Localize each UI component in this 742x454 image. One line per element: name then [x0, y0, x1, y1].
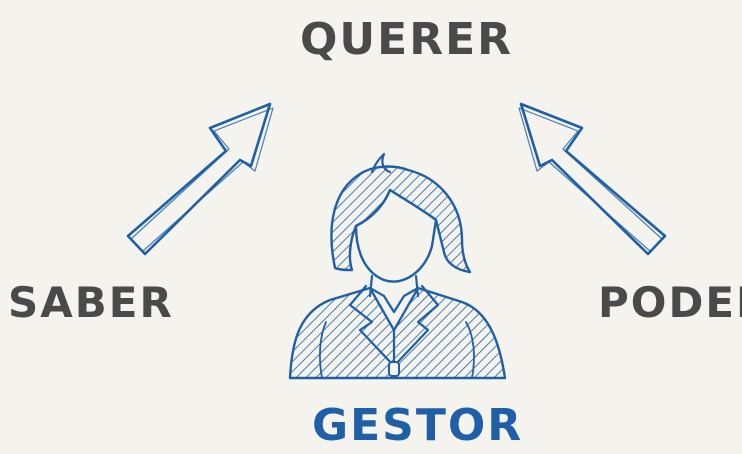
- label-poder: PODER: [598, 278, 742, 327]
- arrow-up-left-icon: [518, 102, 667, 256]
- label-saber: SABER: [8, 278, 174, 327]
- label-querer: QUERER: [300, 14, 514, 65]
- label-gestor: GESTOR: [312, 400, 524, 451]
- arrow-up-right-icon: [126, 102, 274, 256]
- manager-person-icon: [288, 152, 507, 380]
